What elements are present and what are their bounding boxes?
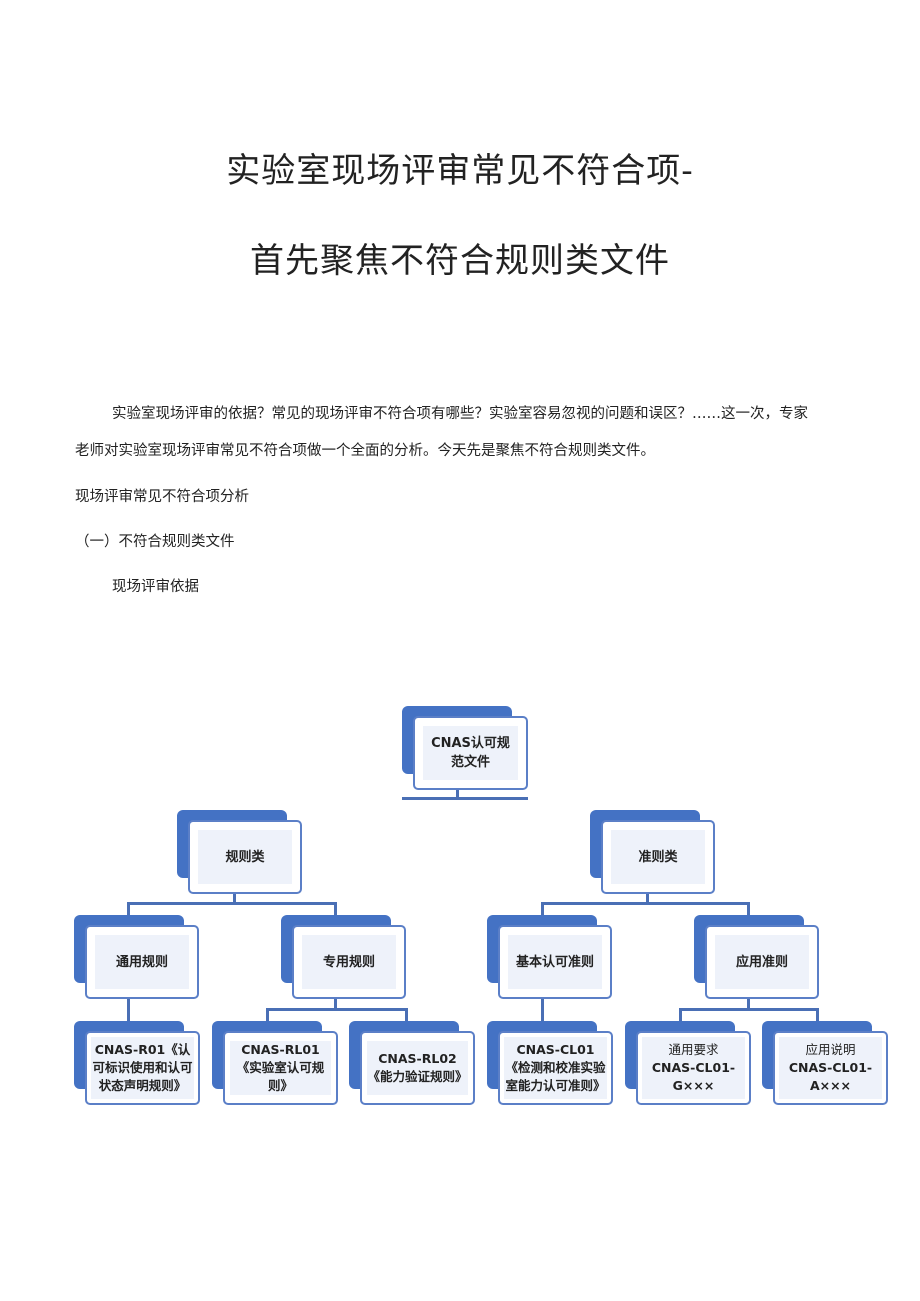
node-general-requirements-title: 通用要求: [668, 1042, 719, 1057]
connector-criteria-right: [747, 902, 750, 916]
connector-applied-left: [679, 1008, 682, 1021]
node-application-notes-title: 应用说明: [805, 1042, 856, 1057]
node-criteria: 准则类: [590, 810, 715, 894]
node-basic-criteria: 基本认可准则: [487, 915, 612, 999]
node-cnas-rl02: CNAS-RL02《能力验证规则》: [349, 1021, 475, 1105]
connector-criteria-hbar: [541, 902, 750, 905]
subsection-heading: （一）不符合规则类文件: [75, 534, 235, 550]
connector-special-left: [266, 1008, 269, 1021]
connector-rules-right: [334, 902, 337, 916]
section-heading: 现场评审常见不符合项分析: [75, 489, 249, 505]
connector-general-rules-down: [127, 995, 130, 1021]
node-applied-criteria-label: 应用准则: [715, 935, 809, 989]
node-root-label: CNAS认可规范文件: [423, 726, 518, 780]
node-cnas-cl01-label: CNAS-CL01《检测和校准实验室能力认可准则》: [504, 1037, 607, 1099]
node-general-rules: 通用规则: [74, 915, 199, 999]
node-criteria-label: 准则类: [611, 830, 705, 884]
node-rules: 规则类: [177, 810, 302, 894]
connector-root-stem: [456, 783, 459, 799]
item-heading: 现场评审依据: [112, 579, 199, 595]
node-rules-label: 规则类: [198, 830, 292, 884]
node-applied-criteria: 应用准则: [694, 915, 819, 999]
connector-special-hbar: [266, 1008, 408, 1011]
node-cnas-rl01-label: CNAS-RL01《实验室认可规则》: [230, 1041, 331, 1095]
connector-applied-stem: [747, 997, 750, 1009]
node-general-rules-label: 通用规则: [95, 935, 189, 989]
node-basic-criteria-label: 基本认可准则: [508, 935, 602, 989]
node-general-requirements: 通用要求 CNAS-CL01-G×××: [625, 1021, 751, 1105]
document-title-line-1: 实验室现场评审常见不符合项-: [226, 151, 694, 191]
connector-basic-down: [541, 995, 544, 1021]
connector-rules-left: [127, 902, 130, 916]
node-application-notes-body: 应用说明 CNAS-CL01-A×××: [779, 1037, 882, 1099]
node-application-notes: 应用说明 CNAS-CL01-A×××: [762, 1021, 888, 1105]
connector-criteria-stem: [646, 890, 649, 904]
connector-rules-hbar: [127, 902, 337, 905]
node-cnas-r01-label: CNAS-R01《认可标识使用和认可状态声明规则》: [91, 1037, 194, 1099]
node-application-notes-code: CNAS-CL01-A×××: [788, 1060, 873, 1093]
node-root: CNAS认可规范文件: [402, 706, 528, 790]
connector-special-stem: [334, 997, 337, 1009]
node-special-rules-label: 专用规则: [302, 935, 396, 989]
node-special-rules: 专用规则: [281, 915, 406, 999]
node-general-requirements-body: 通用要求 CNAS-CL01-G×××: [642, 1037, 745, 1099]
intro-paragraph-line-2: 老师对实验室现场评审常见不符合项做一个全面的分析。今天先是聚焦不符合规则类文件。: [75, 443, 655, 459]
node-general-requirements-code: CNAS-CL01-G×××: [651, 1060, 736, 1093]
connector-special-right: [405, 1008, 408, 1021]
connector-applied-right: [816, 1008, 819, 1021]
node-cnas-rl02-label: CNAS-RL02《能力验证规则》: [367, 1041, 468, 1095]
node-cnas-rl01: CNAS-RL01《实验室认可规则》: [212, 1021, 338, 1105]
document-title-line-2: 首先聚焦不符合规则类文件: [250, 241, 670, 281]
node-cnas-cl01: CNAS-CL01《检测和校准实验室能力认可准则》: [487, 1021, 613, 1105]
connector-rules-stem: [233, 890, 236, 904]
intro-paragraph-line-1: 实验室现场评审的依据？常见的现场评审不符合项有哪些？实验室容易忽视的问题和误区？…: [112, 406, 808, 422]
connector-root-base: [402, 797, 528, 800]
connector-criteria-left: [541, 902, 544, 916]
node-cnas-r01: CNAS-R01《认可标识使用和认可状态声明规则》: [74, 1021, 200, 1105]
connector-applied-hbar: [679, 1008, 819, 1011]
